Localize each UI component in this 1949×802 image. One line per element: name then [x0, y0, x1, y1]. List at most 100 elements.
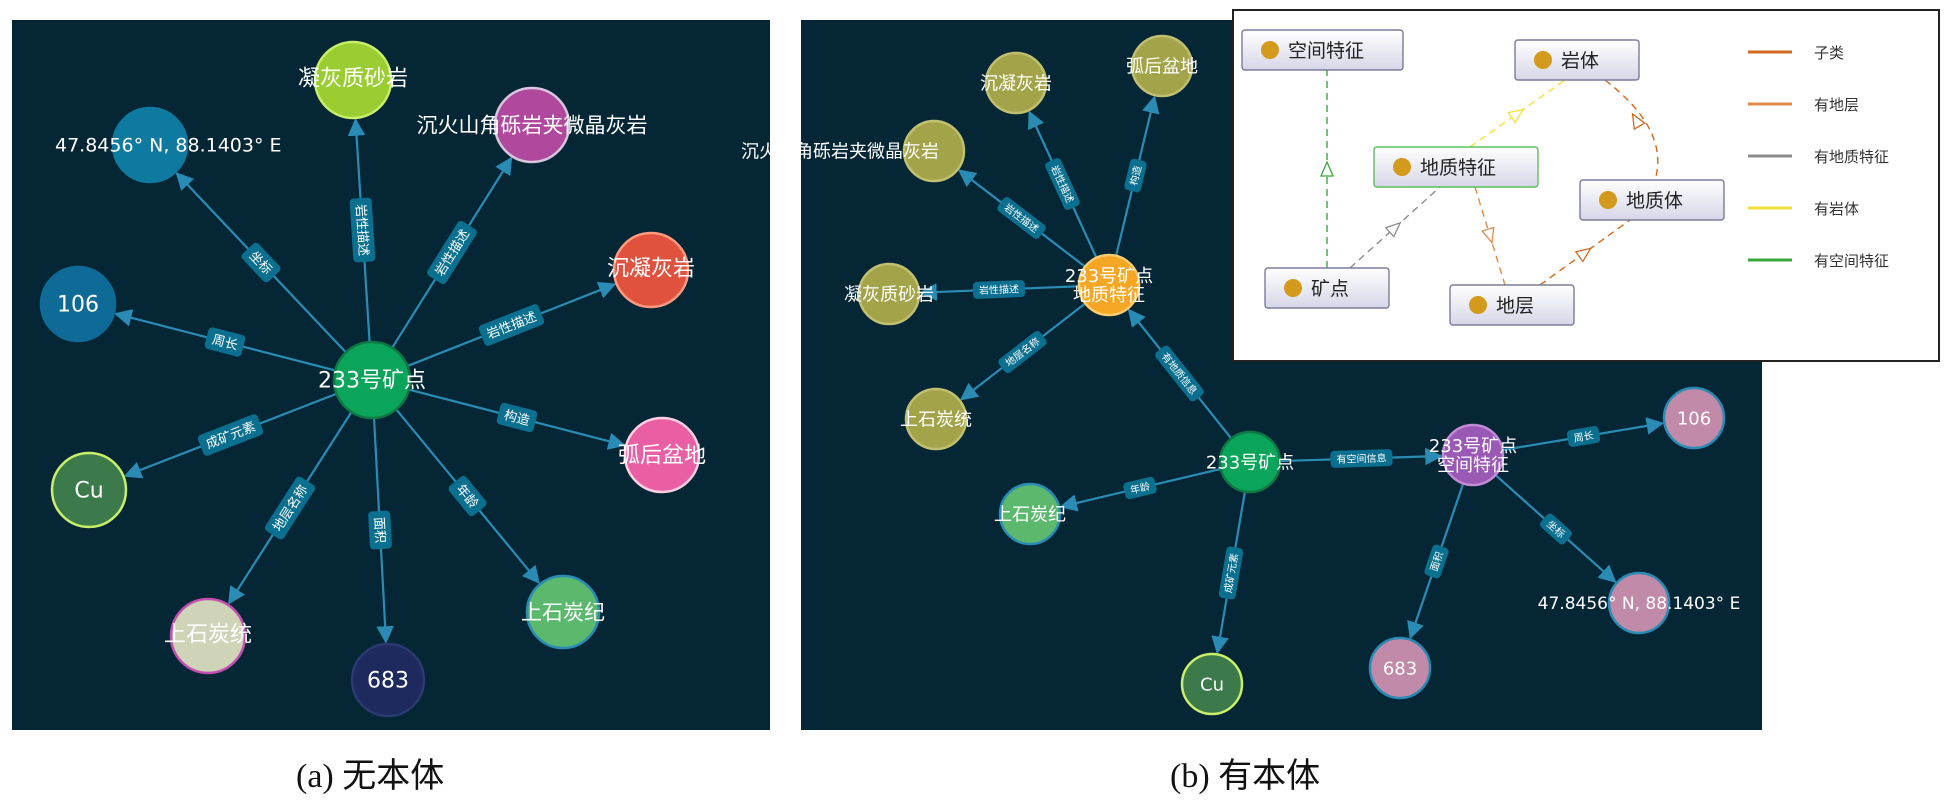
- panel-b-node-geo_feature-label: 233号矿点地质特征: [1065, 266, 1153, 306]
- panel-b-node-shangtong-label: 上石炭统: [900, 409, 972, 430]
- panel-b-node-coord-label: 47.8456° N, 88.1403° E: [1538, 594, 1741, 614]
- caption-b: (b) 有本体: [1170, 758, 1321, 795]
- panel-a-center-node-label: 233号矿点: [318, 369, 426, 394]
- onto-class-3-label: 地质体: [1626, 190, 1683, 212]
- onto-edge-stratum-arrowhead: [1481, 226, 1495, 245]
- onto-class-1-dot: [1534, 51, 1552, 69]
- onto-class-2-label: 地质特征: [1420, 157, 1496, 179]
- panel-b-node-chenhuo-label: 沉火山角砾岩夹微晶灰岩: [741, 141, 939, 162]
- panel-a-5-edge-label: 面积: [368, 510, 392, 550]
- onto-class-4-label: 矿点: [1311, 278, 1349, 300]
- onto-class-2: 地质特征: [1373, 146, 1539, 188]
- svg-text:岩性描述: 岩性描述: [352, 204, 370, 257]
- legend-label-4: 有空间特征: [1814, 252, 1889, 270]
- panel-b-node-huhou: [1130, 34, 1194, 98]
- panel-b-node-chenhuo: [902, 119, 966, 183]
- svg-text:年龄: 年龄: [1129, 479, 1151, 496]
- panel-a-0-edge-label: 岩性描述: [349, 197, 376, 263]
- legend-label-1: 有地层: [1814, 96, 1859, 114]
- panel-b-node-mine: [1218, 430, 1282, 494]
- onto-class-4: 矿点: [1264, 267, 1390, 309]
- onto-edge-subclass-stratum-arrowhead: [1574, 247, 1593, 263]
- panel-a-3-edge-label: 构造: [496, 402, 538, 433]
- panel-a-node-9: [111, 106, 189, 184]
- panel-a-node-7: [50, 451, 128, 529]
- legend-label-0: 子类: [1814, 44, 1844, 62]
- panel-b-node-space_feature: [1441, 423, 1505, 487]
- panel-a-node-1: [493, 86, 571, 164]
- panel-b-node-v106: [1662, 386, 1726, 450]
- panel-b-683-edge-label: 面积: [1424, 544, 1449, 579]
- onto-class-5: 地层: [1449, 284, 1575, 326]
- onto-class-1-label: 岩体: [1561, 50, 1599, 72]
- panel-a-node-8-label: 106: [57, 293, 99, 318]
- onto-class-0: 空间特征: [1241, 29, 1404, 71]
- panel-b-node-ninghui: [857, 262, 921, 326]
- legend-label-3: 有岩体: [1814, 200, 1859, 218]
- panel-a-node-6-label: 上石炭统: [164, 623, 252, 648]
- panel-a-node-2-label: 沉凝灰岩: [607, 257, 695, 282]
- onto-edge-geo-arrowhead: [1384, 221, 1402, 238]
- panel-b-node-chenning-label: 沉凝灰岩: [980, 73, 1052, 94]
- panel-b-node-mine-label: 233号矿点: [1206, 452, 1294, 473]
- onto-class-3-dot: [1599, 191, 1617, 209]
- panel-b-node-coord: [1607, 571, 1671, 635]
- panel-a-node-9-label: 47.8456° N, 88.1403° E: [55, 135, 282, 157]
- panel-b-node-shangji: [998, 482, 1062, 546]
- onto-edge-space-arrowhead: [1320, 160, 1334, 177]
- onto-edge-rock: [1469, 79, 1566, 148]
- panel-a-node-4: [525, 574, 601, 650]
- caption-a: (a) 无本体: [296, 758, 445, 795]
- panel-b-huhou-edge-label: 构造: [1124, 158, 1147, 193]
- panel-a-node-7-label: Cu: [74, 479, 103, 504]
- legend-label-2: 有地质特征: [1814, 148, 1889, 166]
- panel-b-graph: 岩性描述构造岩性描述岩性描述地层名称有地质信息有空间信息年龄成矿元素周长坐标面积…: [741, 34, 1741, 716]
- onto-class-5-dot: [1469, 296, 1487, 314]
- panel-a-center-node: [332, 340, 412, 420]
- panel-b-space-edge-label: 有空间信息: [1330, 449, 1393, 468]
- panel-b-node-space_feature-label: 233号矿点空间特征: [1429, 436, 1517, 476]
- panel-a-node-3-label: 弧后盆地: [618, 444, 706, 469]
- onto-class-5-label: 地层: [1496, 295, 1534, 317]
- panel-a-node-5-label: 683: [367, 669, 409, 694]
- panel-b-node-v683-label: 683: [1383, 658, 1417, 679]
- onto-class-1: 岩体: [1514, 39, 1640, 81]
- panel-a-node-3: [623, 416, 701, 494]
- svg-text:周长: 周长: [1573, 430, 1595, 445]
- panel-a-node-0-label: 凝灰质砂岩: [298, 67, 408, 92]
- onto-edge-subclass-rock-arrowhead: [1631, 112, 1646, 131]
- onto-class-2-dot: [1393, 158, 1411, 176]
- panel-b-shangji-edge-label: 年龄: [1123, 476, 1157, 500]
- svg-text:面积: 面积: [371, 517, 387, 544]
- panel-a-node-6: [169, 597, 247, 675]
- panel-a-8-edge-label: 周长: [204, 327, 246, 357]
- panel-b-node-cu-label: Cu: [1200, 674, 1224, 695]
- onto-edge-subclass-stratum: [1539, 219, 1631, 286]
- panel-b-node-v683: [1368, 636, 1432, 700]
- panel-b-node-ninghui-label: 凝灰质砂岩: [844, 284, 934, 305]
- panel-b-node-shangtong: [904, 387, 968, 451]
- panel-b-node-shangji-label: 上石炭纪: [994, 504, 1066, 525]
- onto-class-0-dot: [1261, 41, 1279, 59]
- panel-b-node-geo_feature: [1077, 253, 1141, 317]
- svg-text:周长: 周长: [210, 333, 239, 354]
- panel-a-node-8: [39, 265, 117, 343]
- panel-b-node-huhou-label: 弧后盆地: [1126, 56, 1198, 77]
- svg-text:构造: 构造: [502, 408, 531, 429]
- panel-a-node-4-label: 上石炭纪: [521, 600, 605, 624]
- onto-edge-rock-arrowhead: [1507, 108, 1525, 124]
- panel-a-node-1-label: 沉火山角砾岩夹微晶灰岩: [417, 113, 648, 137]
- svg-text:岩性描述: 岩性描述: [979, 282, 1019, 297]
- panel-a-node-5: [350, 642, 426, 718]
- panel-a-node-0: [313, 40, 393, 120]
- onto-class-0-label: 空间特征: [1288, 40, 1364, 62]
- panel-b-node-chenning: [984, 51, 1048, 115]
- panel-b-node-v106-label: 106: [1677, 408, 1711, 429]
- onto-class-4-dot: [1284, 279, 1302, 297]
- onto-class-3: 地质体: [1579, 179, 1725, 221]
- svg-text:有空间信息: 有空间信息: [1336, 451, 1386, 466]
- panel-b-ninghui-edge-label: 岩性描述: [972, 280, 1026, 299]
- onto-edge-subclass-rock: [1604, 79, 1659, 181]
- panel-b-node-cu: [1180, 652, 1244, 716]
